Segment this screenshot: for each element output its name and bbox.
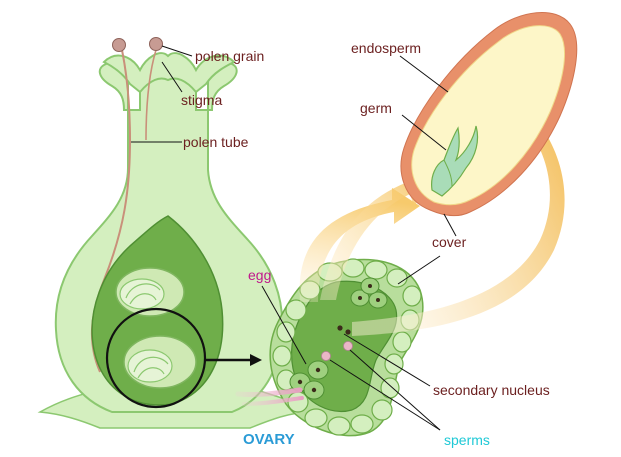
egg-apparatus (289, 360, 329, 400)
label-sperms: sperms (444, 432, 490, 448)
label-stigma: stigma (181, 92, 223, 108)
label-secondary-nucleus: secondary nucleus (433, 382, 550, 398)
leader-sperms-2 (349, 349, 441, 431)
polar-nucleus-1 (337, 325, 343, 331)
antipodal-cells (350, 277, 388, 309)
leader-pollen-grain (161, 45, 193, 57)
pollen-tube-entry (235, 387, 303, 397)
pollen-tube-second (145, 49, 157, 141)
zoom-circle (105, 307, 207, 409)
ovule-lower (123, 335, 197, 389)
leader-sperms-1 (329, 359, 441, 431)
label-endosperm: endosperm (351, 40, 422, 56)
label-pollen-grain: polen grain (195, 48, 265, 64)
label-pollen-tube: polen tube (183, 134, 249, 150)
polar-nucleus-2 (345, 329, 351, 335)
label-ovary: OVARY (243, 431, 295, 448)
ovule-enlarged (235, 258, 424, 437)
seed (400, 12, 578, 217)
label-cover: cover (432, 234, 467, 250)
seed-germ (431, 125, 479, 197)
leader-egg (261, 285, 307, 365)
sperm-cell-1 (321, 351, 331, 361)
leader-cover-ovule (397, 255, 441, 285)
pistil (37, 37, 315, 429)
leader-lines (131, 45, 457, 431)
leader-germ (401, 114, 447, 151)
label-germ: germ (360, 100, 392, 116)
arrow-nucleus-to-endosperm (352, 92, 565, 336)
pollen-grain-left (112, 38, 126, 52)
ovule-upper (115, 267, 185, 317)
label-egg: egg (248, 267, 272, 283)
zoom-arrow (205, 354, 262, 366)
sperm-cell-2 (343, 341, 353, 351)
leader-endosperm (399, 55, 449, 93)
leader-cover (443, 213, 457, 237)
pollen-grain-right (149, 37, 163, 51)
leader-stigma (161, 61, 183, 93)
leader-secondary-nucleus (343, 333, 431, 387)
arrow-egg-to-germ (299, 188, 420, 302)
